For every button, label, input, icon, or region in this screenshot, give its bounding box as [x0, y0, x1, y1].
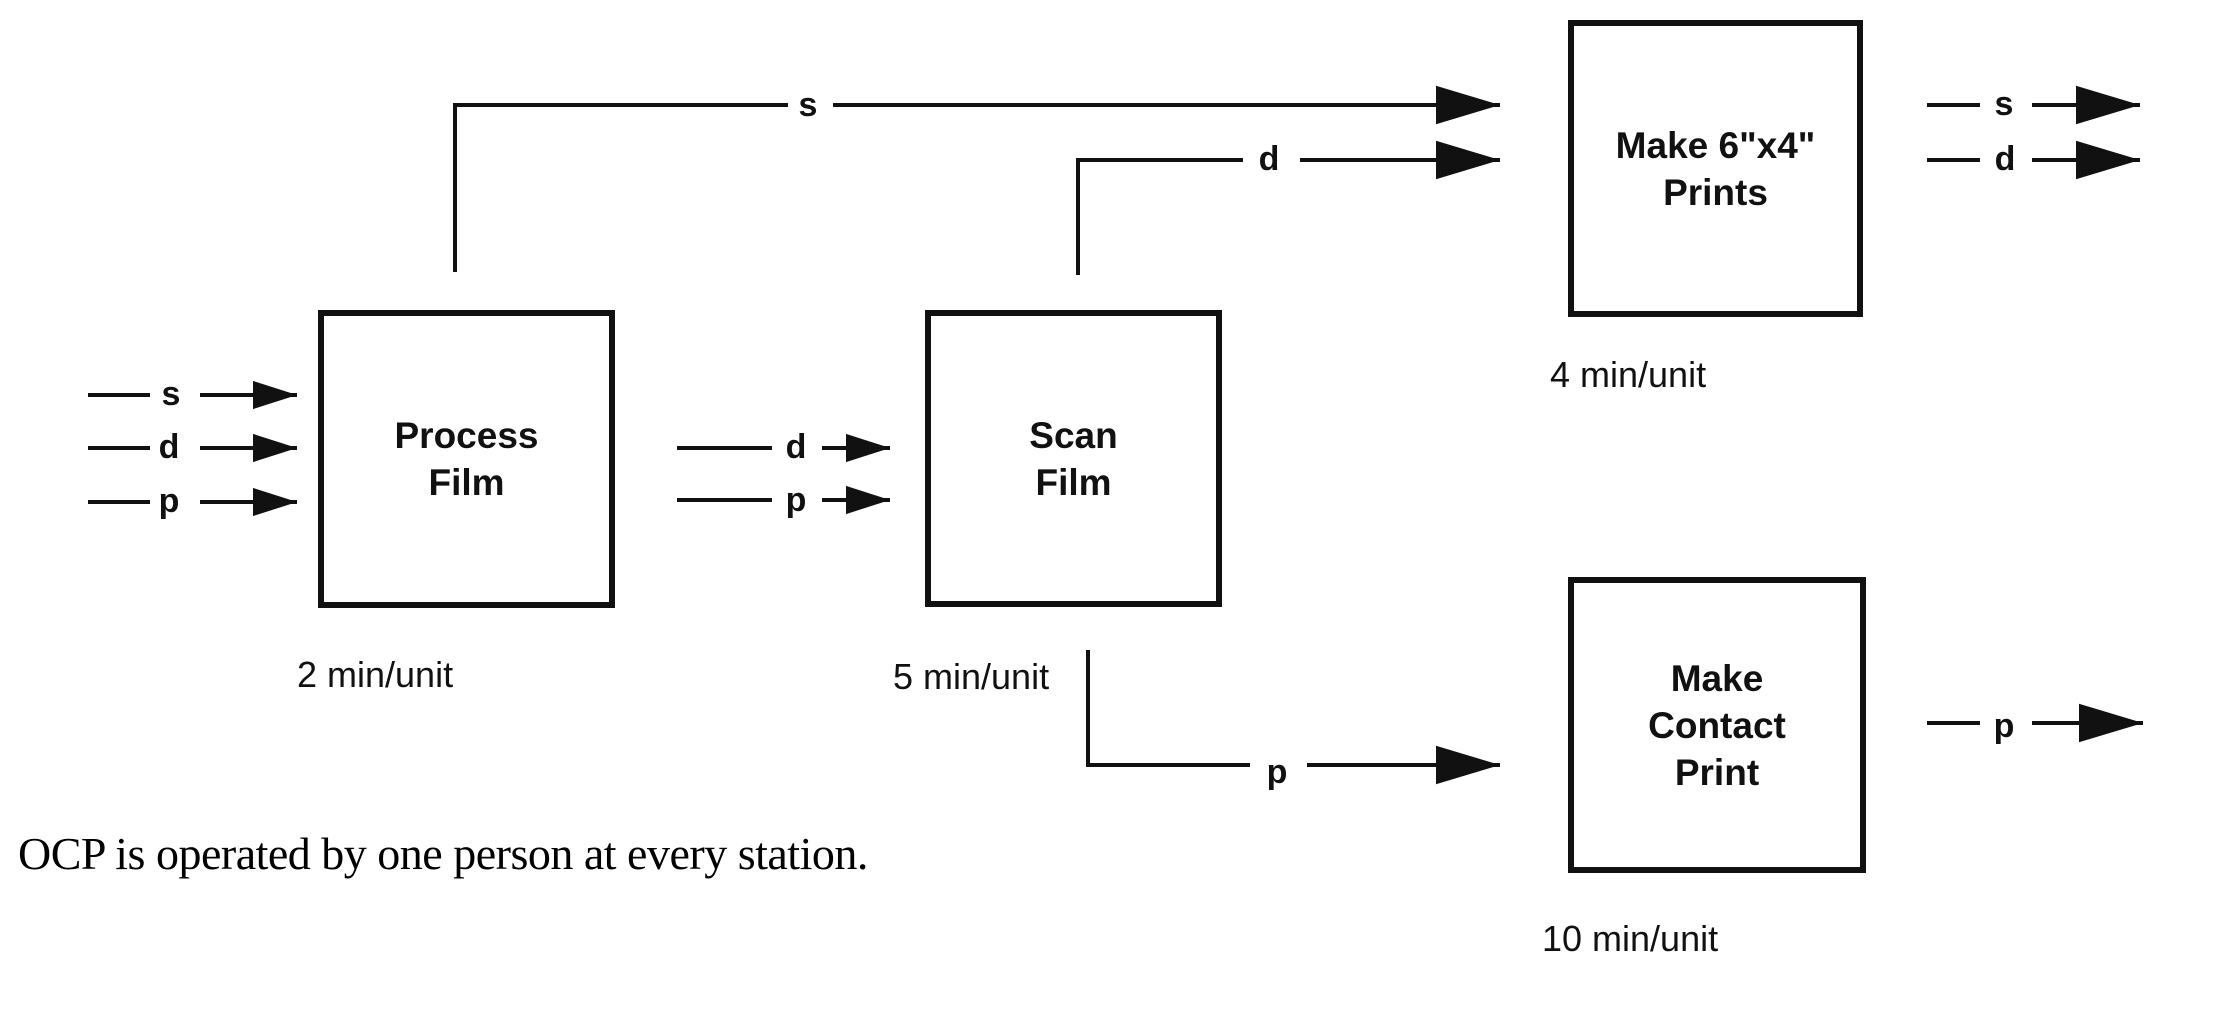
rate-make-6x4-prints: 4 min/unit — [1550, 354, 1707, 395]
flow-label-out-d: d — [1994, 140, 2016, 178]
flow-label-mid-p: p — [785, 481, 807, 519]
station-label-line: Scan — [1029, 414, 1118, 456]
prints-output-arrows — [1927, 85, 2140, 180]
station-process-film: Process Film — [318, 310, 615, 608]
rate-make-contact-print: 10 min/unit — [1542, 918, 1719, 959]
station-label-line: Prints — [1663, 171, 1768, 213]
p-branch-elbow — [1086, 650, 1250, 767]
flow-label-input-d: d — [158, 428, 180, 466]
flow-label-branch-d: d — [1258, 140, 1280, 178]
flow-scan-to-prints — [1076, 140, 1500, 275]
flow-label-out-p: p — [1993, 707, 2015, 745]
rate-scan-film: 5 min/unit — [893, 656, 1050, 697]
station-label-line: Process — [394, 415, 539, 456]
station-label-line: Film — [428, 462, 505, 503]
flow-label-input-p: p — [158, 482, 180, 520]
station-label-line: Make — [1670, 657, 1764, 699]
flow-label-input-s: s — [161, 375, 181, 413]
flow-label-out-s: s — [1994, 85, 2014, 123]
flow-label-mid-d: d — [785, 428, 807, 466]
station-label-line: Contact — [1648, 704, 1786, 746]
caption-text: OCP is operated by one person at every s… — [18, 828, 868, 879]
station-label-line: Print — [1674, 751, 1760, 793]
station-make-6x4-prints: Make 6"x4" Prints — [1568, 20, 1863, 317]
station-label-line: Make 6"x4" — [1615, 124, 1816, 166]
rate-process-film: 2 min/unit — [297, 654, 454, 695]
process-to-scan-arrows — [677, 433, 890, 515]
flow-scan-to-contact — [1086, 650, 1500, 785]
flow-label-branch-s: s — [798, 86, 818, 124]
input-arrows — [88, 380, 297, 517]
d-branch-elbow — [1076, 158, 1243, 275]
s-branch-elbow — [453, 103, 788, 272]
station-scan-film: Scan Film — [925, 310, 1222, 607]
station-make-contact-print: Make Contact Print — [1568, 577, 1866, 873]
station-label-line: Film — [1035, 461, 1112, 503]
flow-label-branch-p: p — [1266, 753, 1288, 791]
flow-process-to-prints — [453, 85, 1500, 272]
